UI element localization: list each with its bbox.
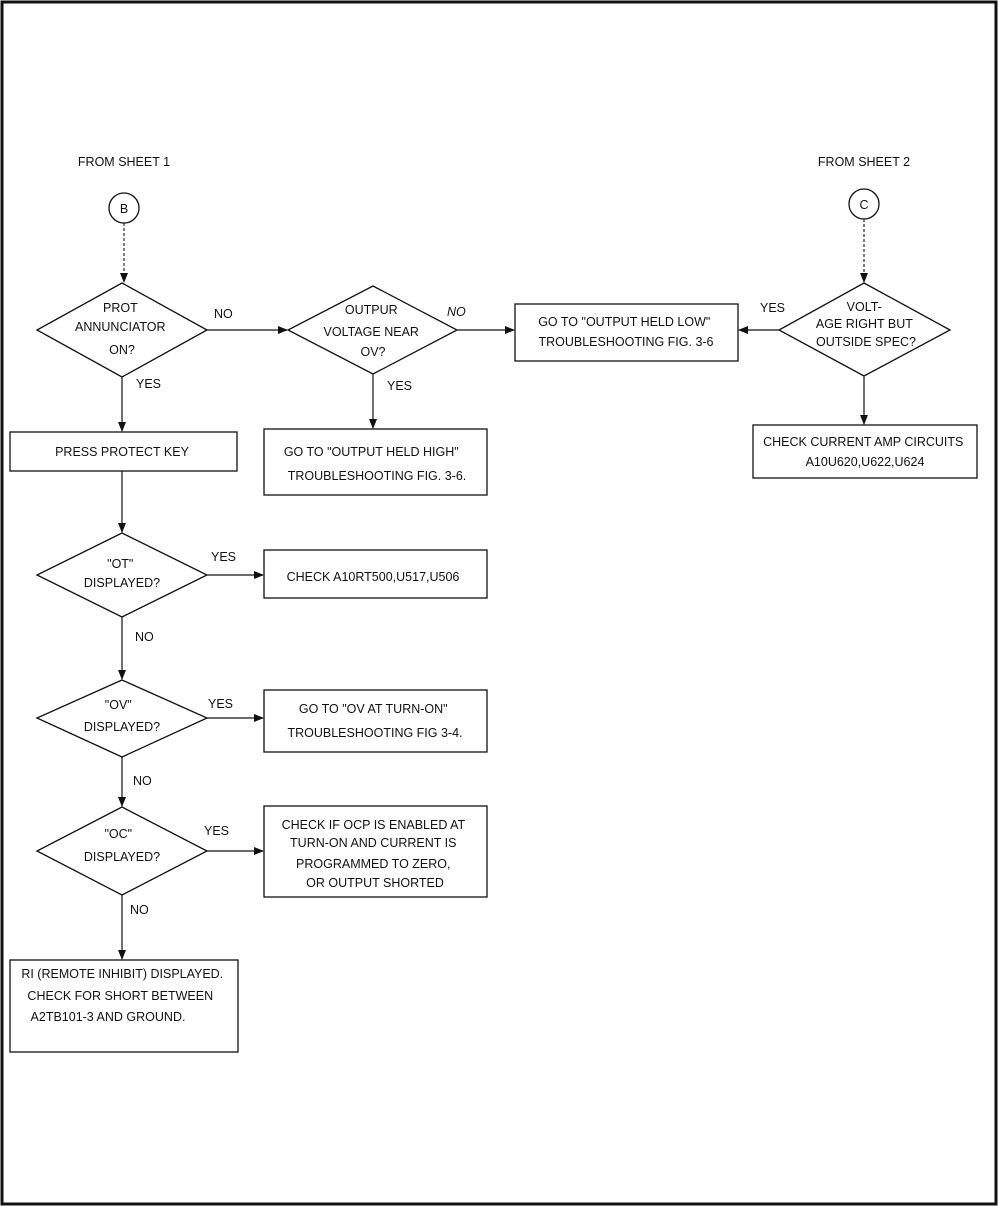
box-remote-inhibit xyxy=(9,959,239,1053)
decision-prot-text: PROT ANNUNCIATOR ON? xyxy=(75,301,169,357)
decision-ov-text: "OV" DISPLAYED? xyxy=(84,698,160,734)
decision-ov-displayed xyxy=(35,679,209,758)
box-check-a10rt500-text: CHECK A10RT500,U517,U506 xyxy=(287,570,460,584)
box-remote-inhibit-text: RI (REMOTE INHIBIT) DISPLAYED. CHECK FOR… xyxy=(21,967,226,1024)
box-output-held-low-text: GO TO "OUTPUT HELD LOW" TROUBLESHOOTING … xyxy=(538,315,714,349)
box-check-current-amp xyxy=(752,424,978,479)
label-prot-no: NO xyxy=(214,307,233,321)
box-output-held-high-text: GO TO "OUTPUT HELD HIGH" TROUBLESHOOTING… xyxy=(284,445,466,483)
decision-outpur-text: OUTPUR VOLTAGE NEAR OV? xyxy=(324,303,423,359)
label-oc-no: NO xyxy=(130,903,149,917)
box-press-protect-key xyxy=(9,431,238,472)
box-output-held-high xyxy=(263,428,488,496)
label-ot-yes: YES xyxy=(211,550,236,564)
label-ov-no: NO xyxy=(133,774,152,788)
box-output-held-low xyxy=(514,303,739,362)
label-outpur-no: NO xyxy=(447,305,466,319)
label-oc-yes: YES xyxy=(204,824,229,838)
label-ov-yes: YES xyxy=(208,697,233,711)
label-ot-no: NO xyxy=(135,630,154,644)
decision-ot-displayed xyxy=(35,532,209,618)
label-voltage-yes: YES xyxy=(760,301,785,315)
from-sheet-2-label: FROM SHEET 2 xyxy=(818,155,910,169)
box-check-ocp xyxy=(263,805,488,898)
connector-b-letter: B xyxy=(120,202,128,216)
box-ov-at-turn-on-text: GO TO "OV AT TURN-ON" TROUBLESHOOTING FI… xyxy=(287,702,462,740)
box-check-current-amp-text: CHECK CURRENT AMP CIRCUITS A10U620,U622,… xyxy=(763,435,967,469)
box-press-protect-key-text: PRESS PROTECT KEY xyxy=(55,445,189,459)
connector-c-letter: C xyxy=(859,198,868,212)
label-prot-yes: YES xyxy=(136,377,161,391)
from-sheet-1-label: FROM SHEET 1 xyxy=(78,155,170,169)
label-outpur-yes: YES xyxy=(387,379,412,393)
box-check-a10rt500 xyxy=(263,549,488,599)
decision-oc-text: "OC" DISPLAYED? xyxy=(84,827,160,864)
box-ov-at-turn-on xyxy=(263,689,488,753)
decision-ot-text: "OT" DISPLAYED? xyxy=(84,557,160,590)
box-check-ocp-text: CHECK IF OCP IS ENABLED AT TURN-ON AND C… xyxy=(282,818,469,890)
decision-voltage-text: VOLT- AGE RIGHT BUT OUTSIDE SPEC? xyxy=(816,300,916,349)
